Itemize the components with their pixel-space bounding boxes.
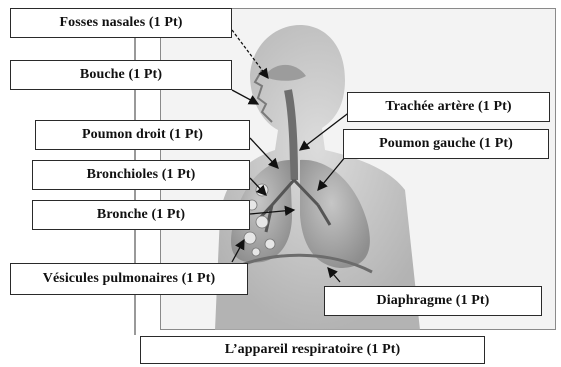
label-poumon-droit: Poumon droit (1 Pt): [35, 120, 250, 150]
label-vesicules-pulmonaires: Vésicules pulmonaires (1 Pt): [10, 263, 248, 295]
label-poumon-gauche: Poumon gauche (1 Pt): [343, 129, 549, 159]
label-bronche: Bronche (1 Pt): [32, 200, 250, 230]
diagram-title: L’appareil respiratoire (1 Pt): [140, 336, 485, 364]
label-fosses-nasales: Fosses nasales (1 Pt): [10, 8, 232, 38]
label-trachee-artere: Trachée artère (1 Pt): [347, 92, 550, 122]
label-bronchioles: Bronchioles (1 Pt): [32, 160, 250, 190]
label-diaphragme: Diaphragme (1 Pt): [324, 286, 542, 316]
label-bouche: Bouche (1 Pt): [10, 60, 232, 90]
